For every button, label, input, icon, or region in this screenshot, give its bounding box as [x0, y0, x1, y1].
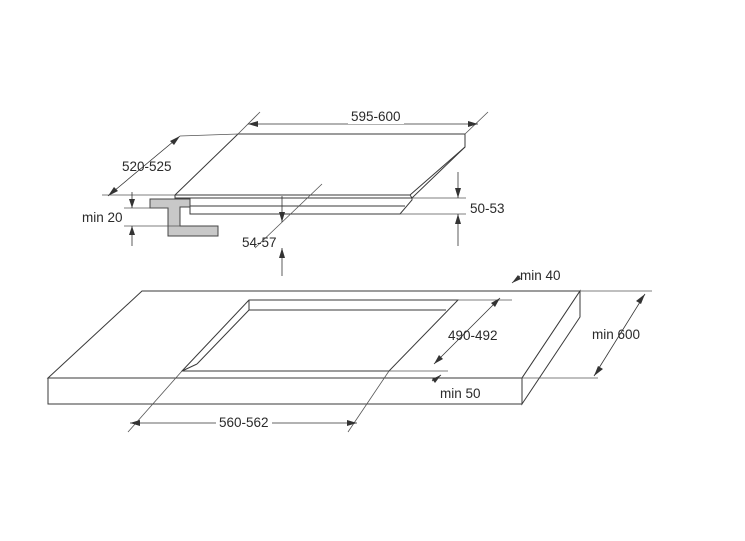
- label-min-50: min 50: [440, 386, 481, 401]
- dim-min-40: min 40: [511, 268, 561, 284]
- label-cutout-width: 560-562: [219, 415, 269, 430]
- label-hob-width: 595-600: [351, 109, 401, 124]
- hob-unit: [149, 133, 466, 237]
- dim-hob-depth: 520-525: [102, 133, 239, 197]
- dim-cutout-depth: 490-492: [389, 297, 512, 372]
- label-min-40: min 40: [520, 268, 561, 283]
- label-min-20: min 20: [82, 210, 123, 225]
- dim-cutout-height: 54-57: [242, 183, 323, 276]
- dim-cutout-width: 560-562: [127, 370, 390, 433]
- label-hob-height: 50-53: [470, 201, 505, 216]
- dim-hob-height: 50-53: [400, 172, 505, 246]
- hob-glass-top: [173, 133, 466, 196]
- worktop-side-face: [521, 289, 581, 406]
- dim-min-50: min 50: [431, 374, 481, 401]
- dim-min-20: min 20: [82, 192, 180, 246]
- label-hob-depth: 520-525: [122, 159, 172, 174]
- label-cutout-height: 54-57: [242, 235, 277, 250]
- worktop: [46, 289, 581, 406]
- label-worktop-depth: min 600: [592, 327, 640, 342]
- dim-hob-width: 595-600: [237, 108, 489, 135]
- dim-worktop-depth: min 600: [522, 290, 652, 379]
- label-cutout-depth: 490-492: [448, 328, 498, 343]
